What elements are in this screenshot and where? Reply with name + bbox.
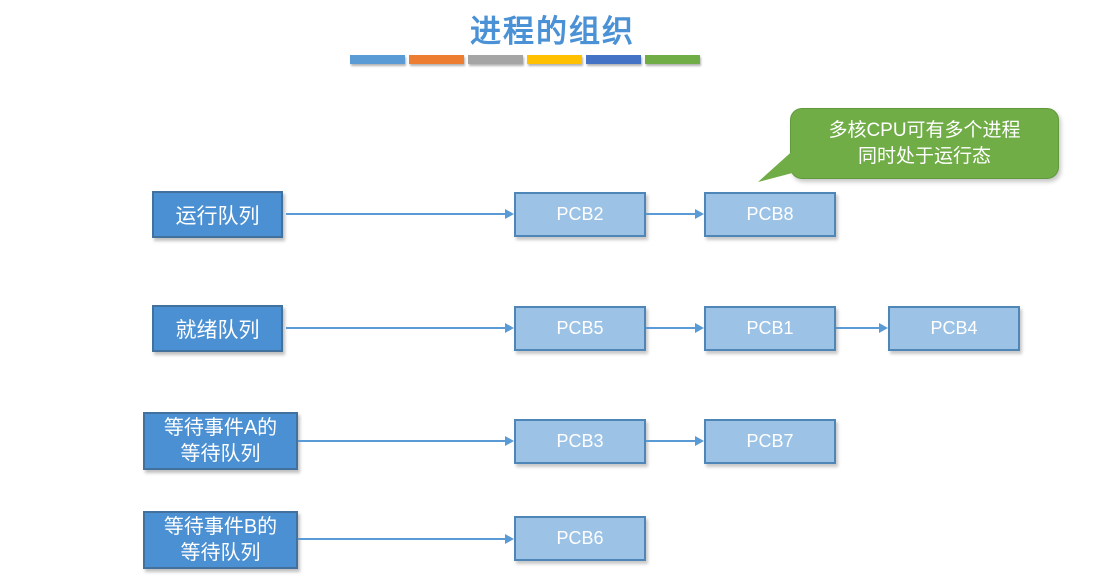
pcb-label: PCB4: [930, 318, 978, 338]
pcb-node: PCB5: [514, 306, 646, 351]
pcb-label: PCB8: [746, 204, 794, 224]
queue-label-running: 运行队列: [152, 191, 283, 238]
arrow-waitb-to-pcb6: [298, 534, 514, 544]
callout-text-line2: 同时处于运行态: [857, 145, 991, 167]
arrow-pcb2-to-pcb8: [646, 209, 704, 219]
accent-bar-orange: [409, 55, 464, 64]
pcb-node: PCB3: [514, 419, 646, 464]
pcb-label: PCB3: [556, 431, 604, 451]
accent-bar-green: [645, 55, 700, 64]
pcb-node: PCB2: [514, 192, 646, 237]
arrow-pcb1-to-pcb4: [836, 323, 888, 333]
queue-label-ready: 就绪队列: [152, 305, 283, 352]
arrow-waita-to-pcb3: [298, 436, 514, 446]
queue-label-text-line1: 等待事件A的: [163, 417, 278, 439]
arrow-ready-to-pcb5: [286, 323, 514, 333]
queue-label-text-line2: 等待队列: [180, 443, 261, 465]
pcb-label: PCB5: [556, 318, 604, 338]
queue-label-text-line1: 等待事件B的: [163, 516, 278, 538]
accent-bar-gold: [527, 55, 582, 64]
page-title: 进程的组织: [470, 14, 635, 50]
arrow-running-to-pcb2: [286, 209, 514, 219]
accent-bar-gray: [468, 55, 523, 64]
queue-label-wait-b: 等待事件B的 等待队列: [143, 511, 298, 569]
arrow-pcb3-to-pcb7: [646, 436, 704, 446]
accent-bar-blue: [350, 55, 405, 64]
accent-bar-dark-blue: [586, 55, 641, 64]
callout-text-line1: 多核CPU可有多个进程: [828, 119, 1021, 141]
queue-label-text-line2: 等待队列: [180, 542, 261, 564]
callout-bubble: 多核CPU可有多个进程 同时处于运行态: [790, 108, 1059, 179]
pcb-node: PCB8: [704, 192, 836, 237]
pcb-node: PCB7: [704, 419, 836, 464]
arrow-pcb5-to-pcb1: [646, 323, 704, 333]
pcb-label: PCB1: [746, 318, 794, 338]
pcb-node: PCB1: [704, 306, 836, 351]
accent-bar-group: [350, 55, 700, 64]
pcb-label: PCB2: [556, 204, 604, 224]
pcb-label: PCB6: [556, 528, 604, 548]
pcb-node: PCB4: [888, 306, 1020, 351]
pcb-label: PCB7: [746, 431, 794, 451]
callout-tail: [758, 146, 800, 182]
queue-label-text: 运行队列: [175, 204, 260, 228]
queue-label-text: 就绪队列: [175, 318, 260, 342]
pcb-node: PCB6: [514, 516, 646, 561]
queue-label-wait-a: 等待事件A的 等待队列: [143, 412, 298, 470]
